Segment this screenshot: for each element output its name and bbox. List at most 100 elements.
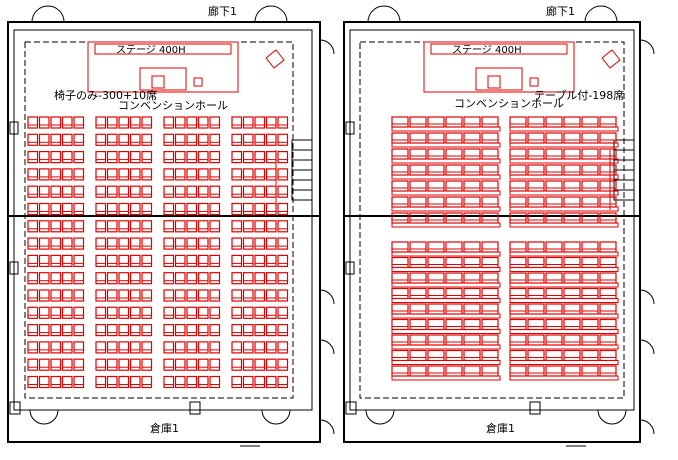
seat xyxy=(481,318,499,331)
seat xyxy=(265,220,277,233)
seat xyxy=(445,116,463,128)
seat xyxy=(197,185,209,198)
seat xyxy=(277,133,289,146)
seat xyxy=(118,341,130,354)
seat xyxy=(106,116,118,129)
seat xyxy=(27,237,39,250)
seat xyxy=(391,164,409,176)
seat xyxy=(599,241,617,253)
seat xyxy=(463,365,481,377)
seat xyxy=(27,116,39,129)
seat xyxy=(277,289,289,302)
seat xyxy=(391,180,409,192)
seat xyxy=(186,306,198,319)
seat xyxy=(527,116,545,128)
seat xyxy=(106,220,118,233)
seat xyxy=(265,289,277,302)
seat xyxy=(197,116,209,129)
seat xyxy=(545,334,563,346)
seat xyxy=(231,220,243,233)
seat xyxy=(509,132,527,144)
seat xyxy=(118,324,130,337)
seat xyxy=(445,303,463,315)
seat xyxy=(581,349,599,362)
seat xyxy=(545,256,563,269)
seat xyxy=(427,365,445,377)
seat xyxy=(509,287,527,300)
seat xyxy=(545,365,563,377)
table xyxy=(509,282,619,288)
seat xyxy=(563,303,581,315)
seat xyxy=(50,151,62,164)
seat xyxy=(186,341,198,354)
seat xyxy=(163,151,175,164)
seat xyxy=(61,324,73,337)
door-arc xyxy=(319,419,335,435)
seat xyxy=(197,254,209,267)
seat xyxy=(186,324,198,337)
seat xyxy=(409,365,427,377)
seat xyxy=(509,196,527,208)
seat xyxy=(581,303,599,315)
seat xyxy=(563,365,581,377)
seat xyxy=(427,334,445,346)
seat xyxy=(106,185,118,198)
table xyxy=(391,375,501,381)
seat xyxy=(427,272,445,284)
seat xyxy=(73,237,85,250)
seat xyxy=(391,116,409,128)
seat xyxy=(61,133,73,146)
seat xyxy=(197,341,209,354)
seat xyxy=(254,185,266,198)
seat xyxy=(209,133,221,146)
seat xyxy=(163,375,175,389)
seat xyxy=(50,133,62,146)
seat xyxy=(141,306,153,319)
seat xyxy=(50,375,62,389)
seat xyxy=(391,318,409,331)
corridor-label: 廊下1 xyxy=(546,5,575,18)
seat xyxy=(50,185,62,198)
seat xyxy=(527,212,545,224)
seat xyxy=(141,341,153,354)
seat xyxy=(509,365,527,377)
seat xyxy=(509,116,527,128)
seat xyxy=(242,306,254,319)
seat xyxy=(599,116,617,128)
seat xyxy=(481,212,499,224)
seat xyxy=(141,133,153,146)
seat xyxy=(254,168,266,181)
seat xyxy=(163,237,175,250)
seat xyxy=(481,180,499,192)
seat xyxy=(129,289,141,302)
seat xyxy=(27,289,39,302)
seat xyxy=(186,168,198,181)
seat xyxy=(599,318,617,331)
seat xyxy=(427,349,445,362)
seat xyxy=(95,116,107,129)
seat xyxy=(545,318,563,331)
seat xyxy=(106,358,118,371)
seat xyxy=(38,237,50,250)
seat xyxy=(545,272,563,284)
column xyxy=(9,121,19,135)
seat xyxy=(581,287,599,300)
seat xyxy=(545,287,563,300)
seat xyxy=(265,358,277,371)
corridor-label: 廊下1 xyxy=(208,5,237,18)
seat xyxy=(186,272,198,285)
table xyxy=(509,142,619,148)
seat xyxy=(27,341,39,354)
seat xyxy=(391,334,409,346)
seat xyxy=(73,272,85,285)
door-arc xyxy=(319,339,335,355)
seat xyxy=(38,324,50,337)
seat xyxy=(409,164,427,176)
seat xyxy=(409,334,427,346)
seat xyxy=(106,151,118,164)
seat xyxy=(129,168,141,181)
seat xyxy=(527,349,545,362)
seat xyxy=(118,358,130,371)
door-arc xyxy=(319,39,335,55)
seat xyxy=(163,116,175,129)
